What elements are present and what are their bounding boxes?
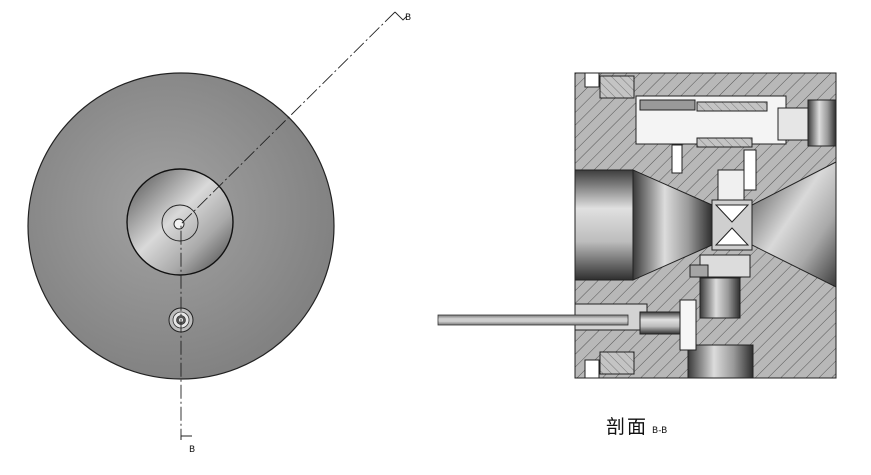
cut-label-top: B [405,13,411,23]
section-title: 剖面 [606,416,649,438]
outlet-stem [699,277,741,319]
upper-spring [696,101,768,112]
center-orifice [173,218,185,230]
inlet-bore [574,169,634,281]
plan-view: B B [27,11,411,455]
lower-spring [696,137,753,148]
section-cut-line [180,11,408,440]
cut-label-bottom: B [189,445,195,455]
section-id: B-B [652,426,668,436]
recess-inner-ring [161,204,199,242]
cap-thread [599,75,635,99]
section-view [574,72,837,379]
bottom-port [687,344,754,379]
